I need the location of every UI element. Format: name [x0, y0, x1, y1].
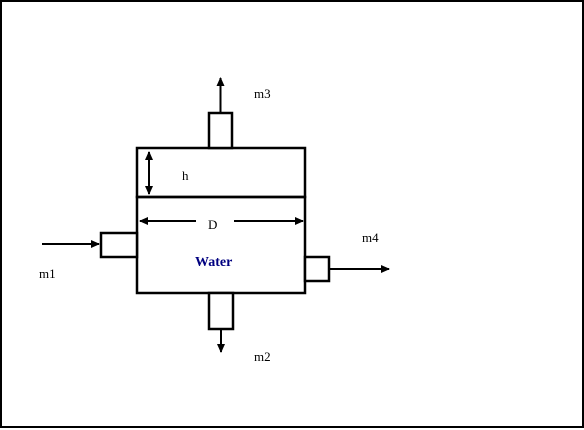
bottom-outlet-pipe: [207, 291, 235, 331]
h-label: h: [182, 168, 189, 183]
d-label: D: [208, 217, 217, 232]
upper-chamber: [135, 146, 307, 199]
top-outlet-pipe: [207, 111, 234, 150]
m2-label: m2: [254, 349, 271, 364]
left-inlet-pipe: [99, 231, 139, 259]
water-chamber: [135, 195, 307, 295]
m3-label: m3: [254, 86, 271, 101]
m1-label: m1: [39, 266, 56, 281]
m4-label: m4: [362, 230, 379, 245]
water-label: Water: [195, 255, 232, 270]
right-outlet-pipe: [303, 255, 331, 283]
